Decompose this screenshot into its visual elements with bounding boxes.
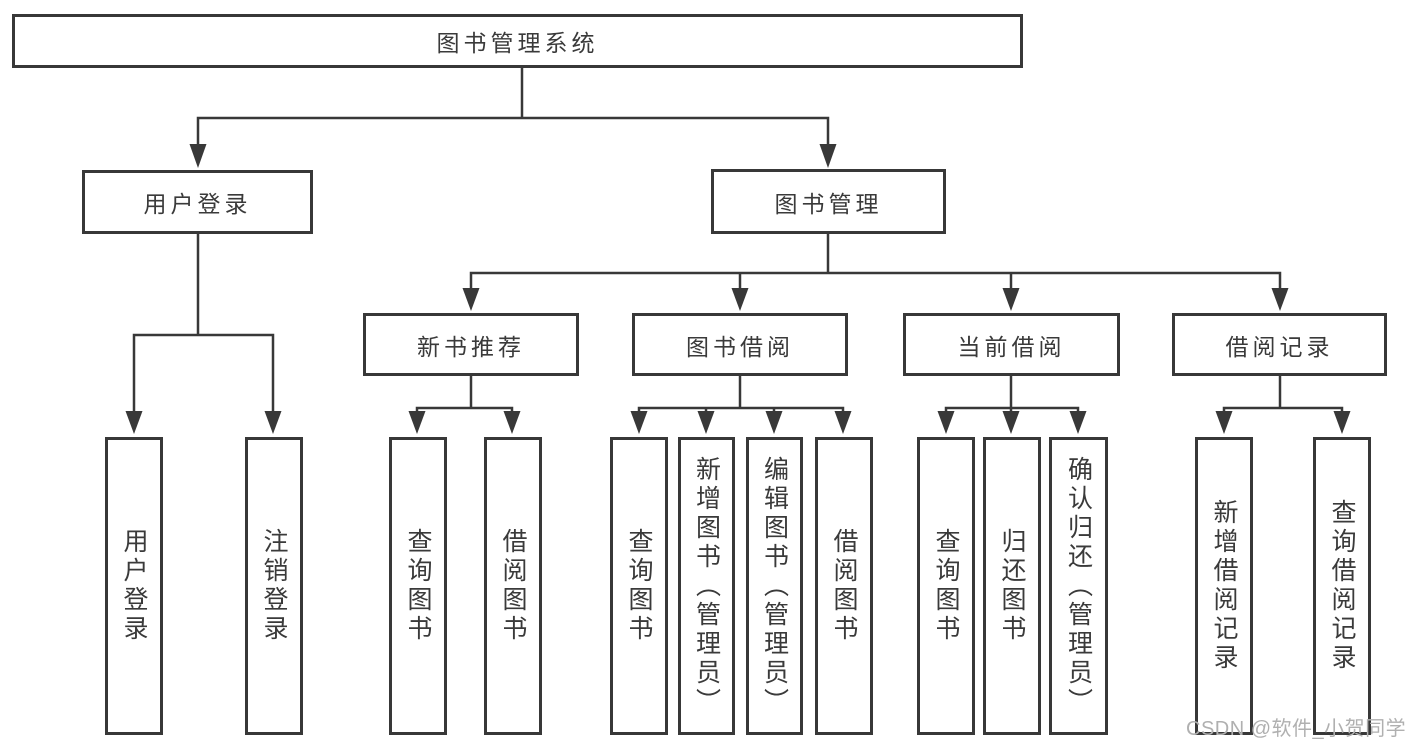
- connector-lines: [132, 68, 1344, 412]
- leaf-logout: 注销登录: [245, 437, 303, 735]
- node-borrow-records: 借阅记录: [1172, 313, 1387, 376]
- leaf-bb-borrow-books: 借阅图书: [815, 437, 873, 735]
- csdn-watermark: CSDN @软件_小贺同学: [1186, 718, 1405, 740]
- leaf-cb-confirm-return-admin: 确认归还（管理员）: [1049, 437, 1108, 735]
- leaf-br-query-record: 查询借阅记录: [1313, 437, 1371, 735]
- leaf-br-add-record: 新增借阅记录: [1195, 437, 1253, 735]
- leaf-bb-add-books-admin: 新增图书（管理员）: [678, 437, 735, 735]
- node-current-borrow: 当前借阅: [903, 313, 1120, 376]
- arrowhead-icons: [125, 144, 1351, 434]
- leaf-nb-query-books: 查询图书: [389, 437, 447, 735]
- leaf-bb-query-books: 查询图书: [610, 437, 668, 735]
- node-user-login: 用户登录: [82, 170, 313, 234]
- node-root-system: 图书管理系统: [12, 14, 1023, 68]
- leaf-user-login: 用户登录: [105, 437, 163, 735]
- node-book-management: 图书管理: [711, 169, 946, 234]
- leaf-nb-borrow-books: 借阅图书: [484, 437, 542, 735]
- leaf-cb-return-books: 归还图书: [983, 437, 1041, 735]
- leaf-cb-query-books: 查询图书: [917, 437, 975, 735]
- node-new-book-recommend: 新书推荐: [363, 313, 579, 376]
- leaf-bb-edit-books-admin: 编辑图书（管理员）: [746, 437, 803, 735]
- node-book-borrow: 图书借阅: [632, 313, 848, 376]
